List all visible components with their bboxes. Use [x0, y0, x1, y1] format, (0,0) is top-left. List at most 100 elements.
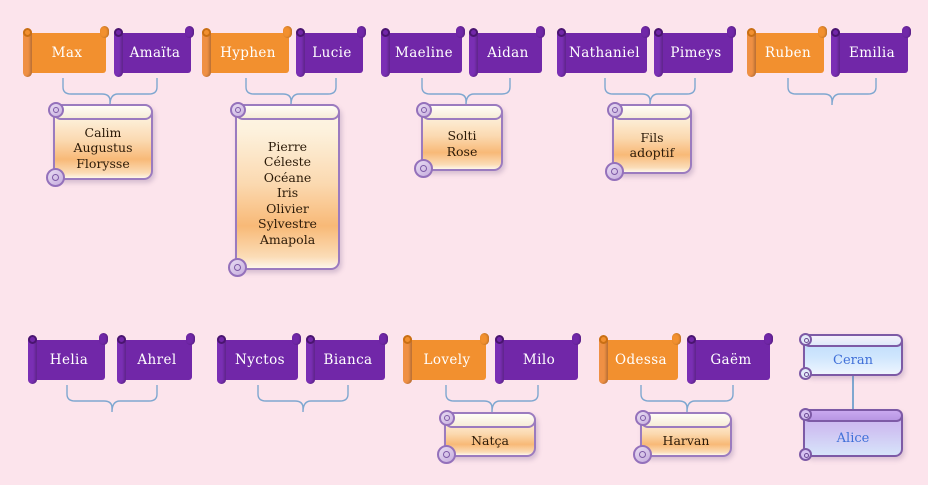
scroll-knob-icon — [456, 26, 465, 38]
children-scroll-9[interactable]: Harvan — [633, 410, 732, 464]
family-connector-bracket — [66, 385, 158, 413]
family-connector-bracket — [62, 78, 158, 106]
scroll-knob-icon — [23, 28, 32, 37]
scroll-knob-icon — [654, 28, 663, 37]
scroll-curl-icon — [635, 410, 651, 426]
parent-name: Nyctos — [235, 352, 285, 368]
parent-banner-aidan[interactable]: Aidan — [469, 26, 545, 77]
scroll-curl-icon — [437, 445, 456, 464]
parent-banner-amaita[interactable]: Amaïta — [114, 26, 194, 77]
parent-name: Amaïta — [129, 45, 181, 61]
parent-name: Helia — [49, 352, 89, 368]
scroll-knob-icon — [557, 28, 566, 37]
scroll-knob-icon — [202, 28, 211, 37]
scroll-knob-icon — [495, 335, 504, 344]
children-names: Fils adoptif — [629, 129, 675, 161]
parent-banner-pimeys[interactable]: Pimeys — [654, 26, 736, 77]
scroll-knob-icon — [185, 26, 194, 38]
scroll-knob-icon — [99, 333, 108, 345]
parent-name: Ahrel — [137, 352, 177, 368]
children-names: Solti Rose — [446, 128, 478, 159]
scroll-knob-icon — [28, 335, 37, 344]
scroll-curl-icon — [799, 333, 812, 346]
lineage-box-alice[interactable]: Alice — [799, 408, 903, 461]
parent-banner-milo[interactable]: Milo — [495, 333, 581, 384]
parent-name: Pimeys — [670, 45, 722, 61]
parent-banner-lovely[interactable]: Lovely — [403, 333, 489, 384]
children-scroll-1[interactable]: Calim Augustus Florysse — [46, 102, 153, 187]
scroll-knob-icon — [357, 26, 366, 38]
scroll-knob-icon — [306, 335, 315, 344]
lineage-name: Ceran — [833, 352, 873, 368]
lineage-connector-line — [852, 376, 854, 409]
scroll-knob-icon — [469, 28, 478, 37]
scroll-curl-icon — [230, 102, 246, 118]
scroll-knob-icon — [381, 28, 390, 37]
parent-banner-maeline[interactable]: Maeline — [381, 26, 465, 77]
parent-name: Maeline — [395, 45, 453, 61]
scroll-knob-icon — [818, 26, 827, 38]
scroll-curl-icon — [414, 159, 433, 178]
parent-banner-hyphen[interactable]: Hyphen — [202, 26, 292, 77]
parent-banner-emilia[interactable]: Emilia — [831, 26, 911, 77]
scroll-knob-icon — [572, 333, 581, 345]
parent-banner-lucie[interactable]: Lucie — [296, 26, 366, 77]
family-connector-bracket — [257, 385, 349, 413]
parent-name: Gaëm — [710, 352, 752, 368]
scroll-curl-icon — [633, 445, 652, 464]
family-connector-bracket — [421, 78, 511, 106]
children-scroll-2[interactable]: Pierre Céleste Océane Iris Olivier Sylve… — [228, 102, 340, 277]
scroll-curl-icon — [799, 408, 812, 421]
parent-banner-max[interactable]: Max — [23, 26, 109, 77]
children-names: Harvan — [662, 432, 710, 448]
scroll-knob-icon — [186, 333, 195, 345]
parent-banner-nyctos[interactable]: Nyctos — [217, 333, 301, 384]
scroll-knob-icon — [292, 333, 301, 345]
scroll-knob-icon — [100, 26, 109, 38]
scroll-top-bar — [235, 104, 340, 120]
parent-name: Hyphen — [220, 45, 276, 61]
parent-banner-nathaniel[interactable]: Nathaniel — [557, 26, 650, 77]
scroll-knob-icon — [117, 335, 126, 344]
parent-banner-ahrel[interactable]: Ahrel — [117, 333, 195, 384]
scroll-knob-icon — [831, 28, 840, 37]
scroll-knob-icon — [114, 28, 123, 37]
lineage-box-ceran[interactable]: Ceran — [799, 333, 903, 380]
scroll-knob-icon — [599, 335, 608, 344]
family-connector-bracket — [245, 78, 337, 106]
scroll-knob-icon — [687, 335, 696, 344]
scroll-knob-icon — [902, 26, 911, 38]
family-connector-bracket — [445, 385, 539, 413]
scroll-knob-icon — [217, 335, 226, 344]
parent-name: Milo — [522, 352, 556, 368]
children-scroll-4[interactable]: Fils adoptif — [605, 102, 692, 181]
scroll-knob-icon — [641, 26, 650, 38]
parent-name: Aidan — [487, 45, 529, 61]
parent-banner-bianca[interactable]: Bianca — [306, 333, 388, 384]
scroll-knob-icon — [403, 335, 412, 344]
parent-banner-ruben[interactable]: Ruben — [747, 26, 827, 77]
parent-name: Max — [51, 45, 83, 61]
parent-name: Bianca — [323, 352, 373, 368]
scroll-knob-icon — [480, 333, 489, 345]
scroll-knob-icon — [379, 333, 388, 345]
parent-banner-odessa[interactable]: Odessa — [599, 333, 681, 384]
parent-name: Lovely — [423, 352, 471, 368]
children-scroll-8[interactable]: Natça — [437, 410, 536, 464]
scroll-knob-icon — [727, 26, 736, 38]
children-scroll-3[interactable]: Solti Rose — [414, 102, 503, 178]
children-names: Pierre Céleste Océane Iris Olivier Sylve… — [258, 138, 317, 247]
parent-name: Ruben — [764, 45, 812, 61]
family-connector-bracket — [640, 385, 734, 413]
parent-name: Lucie — [312, 45, 352, 61]
parent-name: Emilia — [848, 45, 896, 61]
parent-banner-helia[interactable]: Helia — [28, 333, 108, 384]
scroll-curl-icon — [605, 162, 624, 181]
children-names: Natça — [471, 432, 509, 448]
scroll-knob-icon — [747, 28, 756, 37]
scroll-curl-icon — [607, 102, 623, 118]
parent-banner-gaem[interactable]: Gaëm — [687, 333, 773, 384]
family-connector-bracket — [604, 78, 696, 106]
scroll-knob-icon — [536, 26, 545, 38]
